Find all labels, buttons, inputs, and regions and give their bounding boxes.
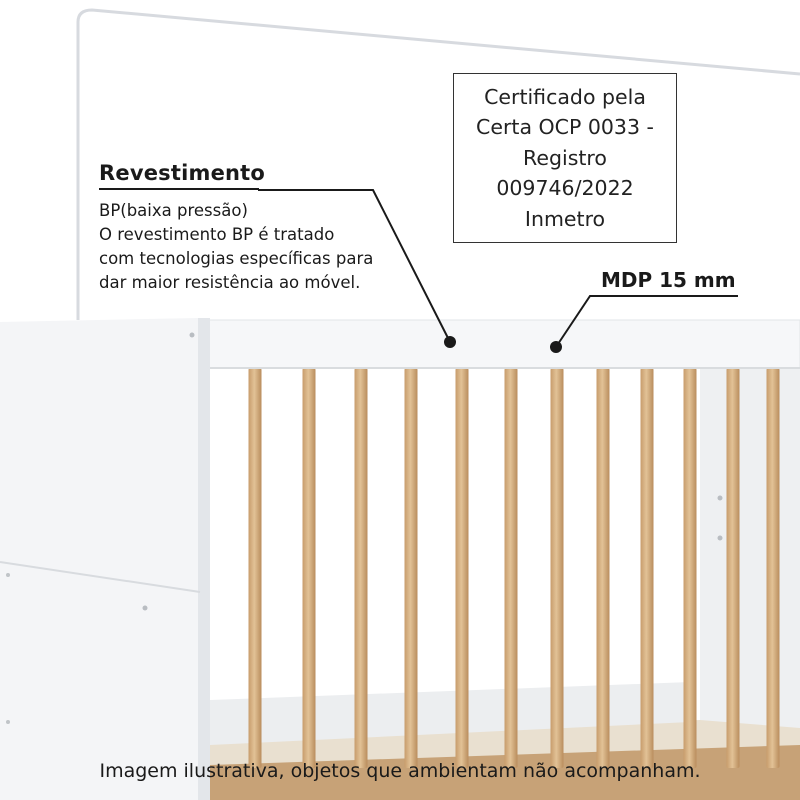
mdp-underline [601, 295, 738, 297]
description-line: BP(baixa pressão) [99, 201, 248, 220]
wood-slat [640, 368, 654, 768]
revestimento-marker [444, 336, 456, 348]
wood-slat [455, 368, 469, 768]
headboard-outline [76, 8, 800, 320]
description-line: dar maior resistência ao móvel. [99, 273, 361, 292]
wood-slat [302, 368, 316, 768]
mdp-marker [550, 341, 562, 353]
panel-seam [0, 561, 201, 593]
wood-slat [404, 368, 418, 768]
wood-slat [354, 368, 368, 768]
disclaimer-text: Imagem ilustrativa, objetos que ambienta… [99, 760, 701, 782]
description-line: com tecnologias específicas para [99, 249, 374, 268]
wood-slat [596, 368, 610, 768]
certificate-line: Registro [523, 145, 607, 170]
revestimento-leader-line [258, 189, 451, 343]
wood-slats [248, 368, 780, 768]
wood-slat [726, 368, 740, 768]
mdp-leader-line [555, 295, 601, 348]
left-side-panel [0, 318, 210, 800]
revestimento-title: Revestimento [99, 161, 266, 185]
revestimento-underline [99, 188, 259, 190]
certificate-line: 009746/2022 [496, 176, 634, 201]
top-rail [207, 319, 800, 369]
wood-slat [766, 368, 780, 768]
crib-back-side [700, 368, 800, 768]
wood-slat [248, 368, 262, 768]
wood-slat [550, 368, 564, 768]
mdp-label: MDP 15 mm [601, 268, 736, 292]
base-rail [210, 682, 690, 745]
certificate-line: Inmetro [524, 206, 606, 231]
certificate-box: Certificado pela Certa OCP 0033 - Regist… [453, 73, 677, 243]
revestimento-description: BP(baixa pressão) O revestimento BP é tr… [99, 199, 419, 295]
description-line: O revestimento BP é tratado [99, 225, 335, 244]
certificate-line: Certificado pela [484, 84, 646, 109]
left-panel-edge [198, 318, 210, 800]
wood-slat [504, 368, 518, 768]
wood-slat [683, 368, 697, 768]
certificate-line: Certa OCP 0033 - [476, 115, 654, 140]
